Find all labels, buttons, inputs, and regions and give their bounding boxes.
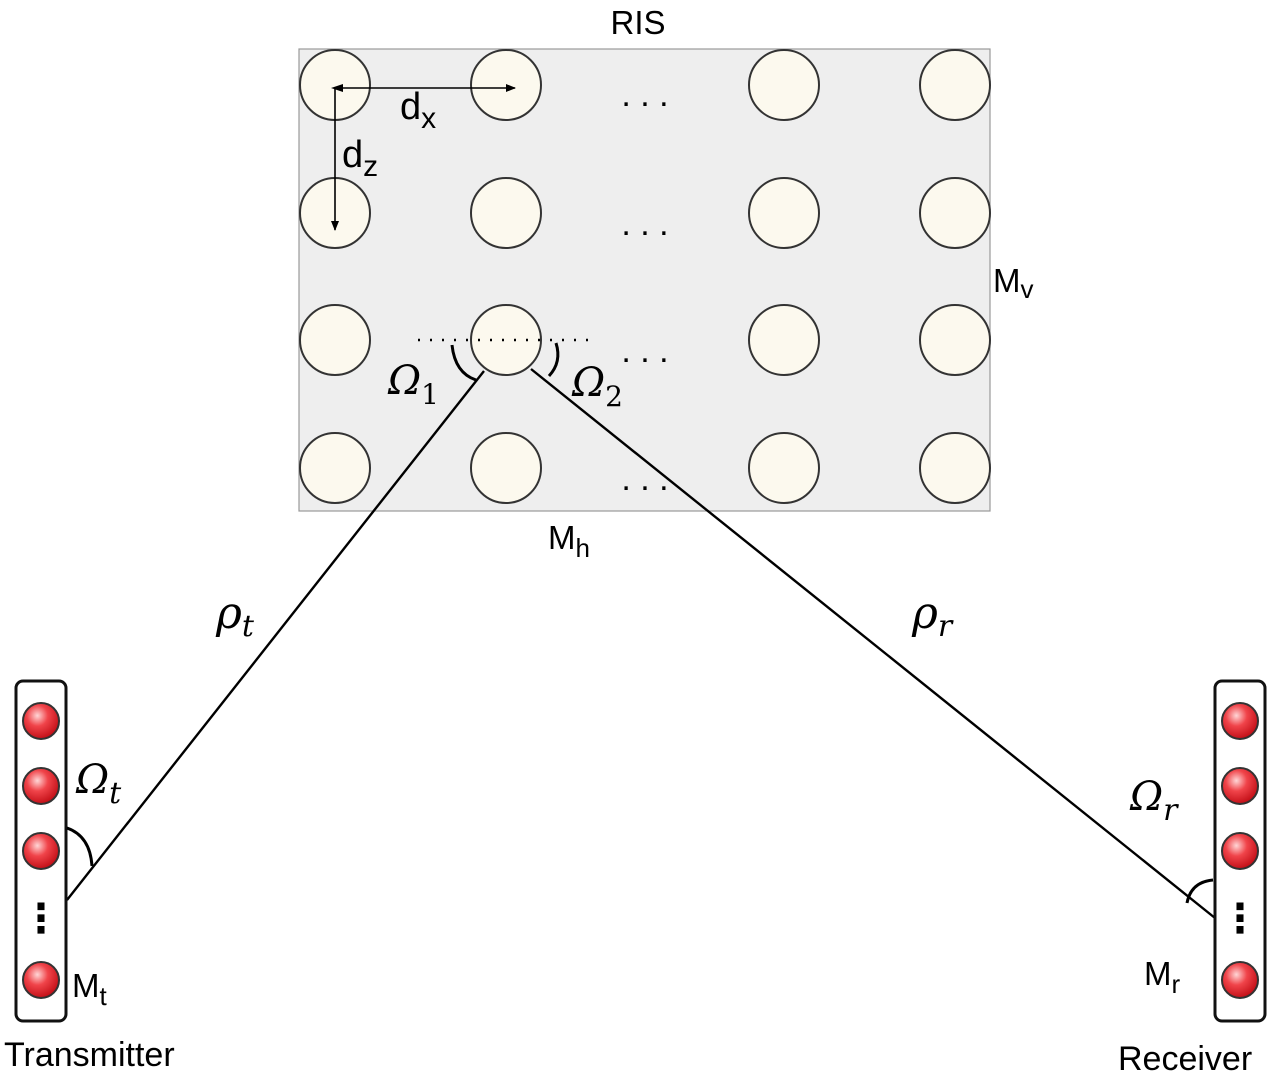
dx-arrow-tail xyxy=(331,84,343,92)
ris-element xyxy=(470,49,542,121)
receiver-antenna xyxy=(1221,961,1259,999)
receiver-ellipsis: ⋮ xyxy=(1220,897,1260,941)
receiver-label: Receiver xyxy=(1118,1040,1252,1078)
ris-row-ellipsis: . . . xyxy=(621,332,668,370)
ris-element xyxy=(470,177,542,249)
ris-element xyxy=(748,177,820,249)
transmitter-antenna xyxy=(22,961,60,999)
rho-t-label: ρt xyxy=(215,588,255,644)
ris-rx-path xyxy=(530,368,1216,919)
transmitter-label: Transmitter xyxy=(4,1036,175,1074)
ris-element xyxy=(470,304,542,376)
ris-panel xyxy=(298,48,991,512)
transmitter-antenna xyxy=(22,767,60,805)
receiver-antenna xyxy=(1221,702,1259,740)
ris-element xyxy=(748,49,820,121)
dz-label: dz xyxy=(342,134,378,183)
transmitter-ellipsis: ⋮ xyxy=(21,897,61,941)
ris-element xyxy=(919,49,991,121)
ris-row-ellipsis: . . . xyxy=(621,76,668,114)
ris-element xyxy=(919,304,991,376)
ris-element xyxy=(748,304,820,376)
ris-row-ellipsis: . . . xyxy=(621,205,668,243)
ris-element xyxy=(299,304,371,376)
omega-t-arc xyxy=(66,826,94,867)
omega-r-arc xyxy=(1185,878,1214,904)
receiver-array: ⋮ xyxy=(1213,679,1267,1023)
ris-element xyxy=(748,432,820,504)
transmitter-array: ⋮ xyxy=(14,679,68,1023)
dx-label: dx xyxy=(400,86,436,135)
transmitter-antenna xyxy=(22,832,60,870)
omega-1-arc xyxy=(450,344,477,382)
transmitter-count-label: Mt xyxy=(72,967,108,1011)
omega-t-label: Ωt xyxy=(75,757,122,811)
omega-r-label: Ωr xyxy=(1129,774,1179,828)
tx-ris-path xyxy=(66,370,485,901)
ris-title: RIS xyxy=(610,4,665,41)
omega-2-arc xyxy=(547,342,560,378)
omega-2-label: Ω2 xyxy=(571,360,623,413)
ris-element xyxy=(919,177,991,249)
mv-label: Mv xyxy=(993,262,1034,304)
ris-element xyxy=(299,432,371,504)
ris-element-grid xyxy=(299,49,991,504)
receiver-elements xyxy=(1221,702,1259,999)
ris-element xyxy=(919,432,991,504)
ris-element xyxy=(470,432,542,504)
rho-r-label: ρr xyxy=(911,588,954,644)
receiver-antenna xyxy=(1221,832,1259,870)
omega-1-label: Ω1 xyxy=(387,358,439,411)
mh-label: Mh xyxy=(548,519,590,563)
transmitter-antenna xyxy=(22,702,60,740)
ris-panel-group: . . . . . . . . . . . . xyxy=(298,48,991,512)
receiver-antenna xyxy=(1221,767,1259,805)
receiver-count-label: Mr xyxy=(1144,955,1181,999)
transmitter-elements xyxy=(22,702,60,999)
ris-row-ellipsis: . . . xyxy=(621,460,668,498)
